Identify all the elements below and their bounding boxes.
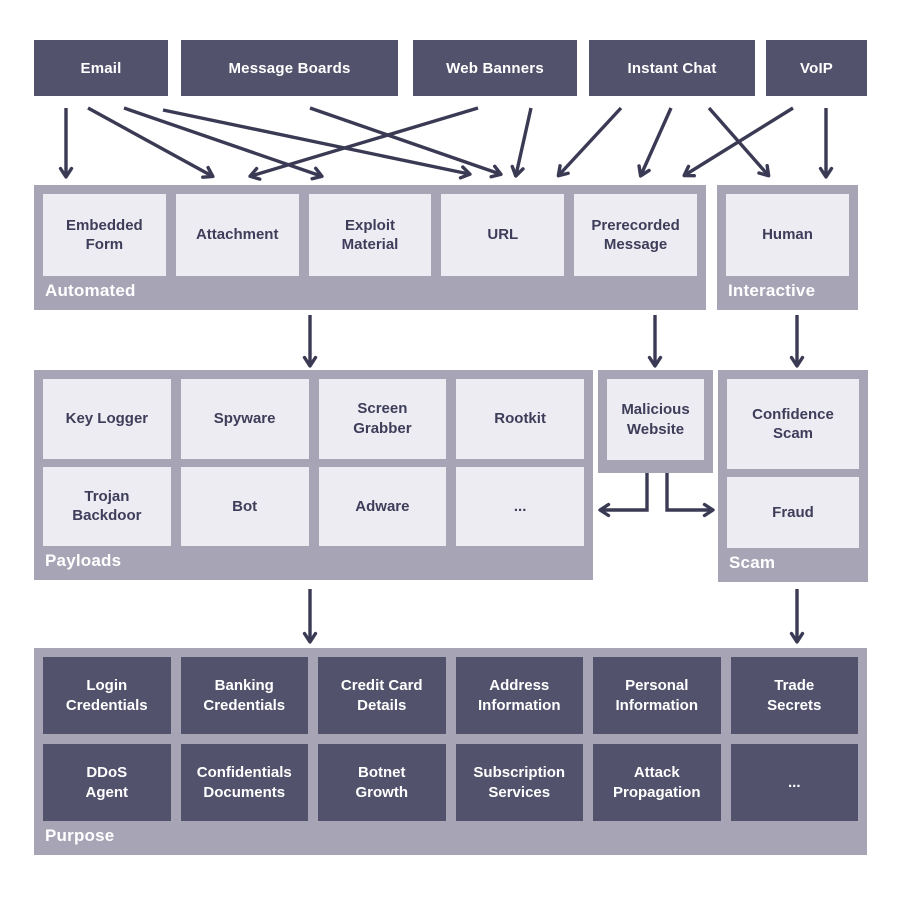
purpose-box: Attack Propagation xyxy=(593,744,721,821)
source-box-message-boards: Message Boards xyxy=(181,40,398,96)
group-interactive: Human Interactive xyxy=(717,185,858,310)
payload-box: Key Logger xyxy=(43,379,171,459)
arrow-malicious-website-to-scam xyxy=(665,473,715,518)
malicious-website-items: Malicious Website xyxy=(607,379,704,460)
vector-box: Human xyxy=(726,194,849,276)
purpose-box: Login Credentials xyxy=(43,657,171,734)
scam-box: Fraud xyxy=(727,477,859,548)
arrow-message-boards-to-url xyxy=(309,106,503,179)
purpose-box: Credit Card Details xyxy=(318,657,446,734)
payload-box: ... xyxy=(456,466,584,546)
purpose-box: Subscription Services xyxy=(455,744,583,821)
group-label-purpose: Purpose xyxy=(45,826,115,845)
source-box-instant-chat: Instant Chat xyxy=(589,40,755,96)
payload-box: Bot xyxy=(180,466,309,546)
interactive-items: Human xyxy=(726,194,849,276)
arrow-email-to-url xyxy=(162,108,472,180)
vector-box: Prerecorded Message xyxy=(574,194,697,276)
payload-box: Trojan Backdoor xyxy=(43,466,171,546)
scam-box: Confidence Scam xyxy=(727,379,859,470)
purpose-box: Address Information xyxy=(455,657,583,734)
group-malicious-website: Malicious Website xyxy=(598,370,713,473)
arrow-malicious-website-to-payloads xyxy=(598,473,649,518)
payload-box: Adware xyxy=(318,466,447,546)
arrow-instant-chat-to-prerecorded-message xyxy=(637,107,673,178)
group-label-scam: Scam xyxy=(729,553,776,572)
source-box-email: Email xyxy=(34,40,168,96)
payload-box: Rootkit xyxy=(456,379,584,459)
purpose-box: Confidentials Documents xyxy=(180,744,308,821)
purpose-box: Personal Information xyxy=(593,657,721,734)
vector-box: Attachment xyxy=(175,194,299,276)
source-box-voip: VoIP xyxy=(766,40,867,96)
vector-box: Embedded Form xyxy=(43,194,166,276)
purpose-box: Trade Secrets xyxy=(730,657,858,734)
group-label-automated: Automated xyxy=(45,281,136,300)
arrow-web-banners-to-url xyxy=(510,107,533,178)
group-label-interactive: Interactive xyxy=(728,281,816,300)
arrow-instant-chat-to-url xyxy=(556,106,623,178)
group-label-payloads: Payloads xyxy=(45,551,122,570)
arrow-email-to-attachment xyxy=(87,106,215,179)
arrow-web-banners-to-attachment xyxy=(248,106,479,181)
vector-box: URL xyxy=(441,194,565,276)
malicious-website-box: Malicious Website xyxy=(607,379,704,460)
arrow-instant-chat-to-human xyxy=(707,106,771,178)
arrow-email-to-exploit-material xyxy=(123,106,324,181)
purpose-box: DDoS Agent xyxy=(43,744,171,821)
payload-box: Spyware xyxy=(180,379,309,459)
purpose-box: ... xyxy=(730,744,858,821)
source-box-web-banners: Web Banners xyxy=(413,40,577,96)
payload-box: Screen Grabber xyxy=(318,379,447,459)
arrow-voip-to-prerecorded-message xyxy=(682,106,794,178)
purpose-box: Banking Credentials xyxy=(180,657,308,734)
purpose-box: Botnet Growth xyxy=(318,744,446,821)
vector-box: Exploit Material xyxy=(308,194,432,276)
